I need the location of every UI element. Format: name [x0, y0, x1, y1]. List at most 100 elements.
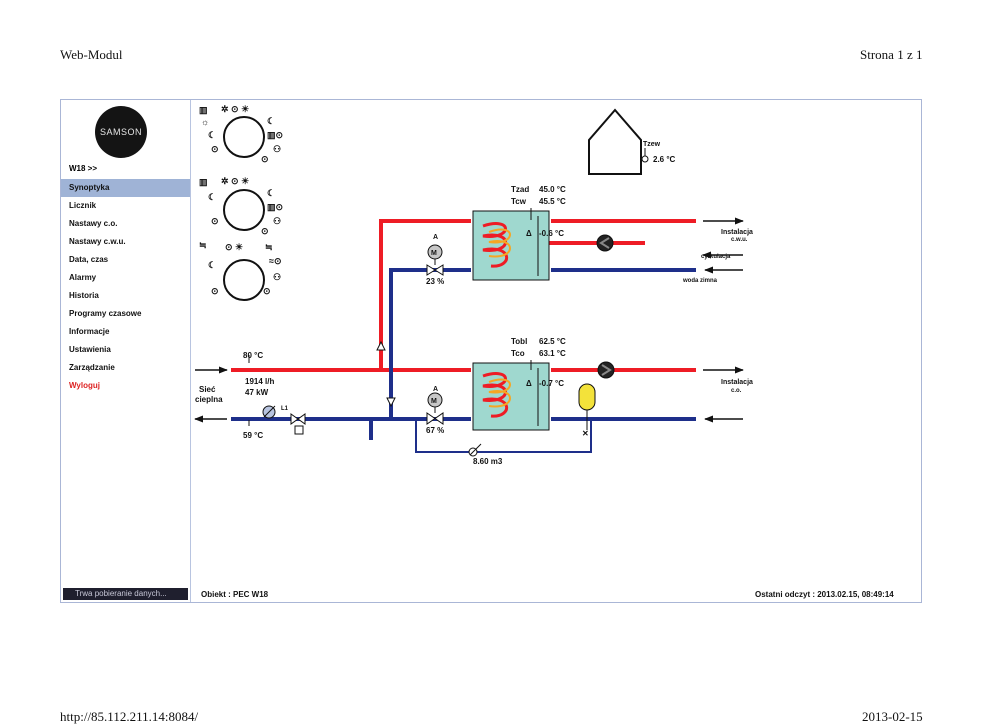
cwu-delta-label: Δ — [526, 229, 532, 238]
svg-text:☾: ☾ — [208, 130, 216, 140]
synoptic-canvas: ▥ ✲ ⊙ ☀ ☼ ☾ ⊙ ☾ ▥⊙ ⚇ ⊙ ▥ ✲ ⊙ ☀ ☾ ⊙ ☾ ▥⊙ … — [191, 100, 921, 586]
mode-dial-cwu-icon[interactable]: ≒ ⊙ ☀ ≒ ☾ ⊙ ≈⊙ ⚇ ⊙ — [199, 240, 281, 301]
cwu-circulation-label: cyrkulacja — [701, 254, 731, 260]
cwu-out-label-1: Instalacja — [721, 229, 753, 236]
expansion-vessel-icon: ✕ — [578, 383, 596, 438]
svg-text:⊙: ⊙ — [261, 226, 269, 236]
web-module-window: SAMSON W18 >> Synoptyka Licznik Nastawy … — [60, 99, 922, 603]
svg-text:☾: ☾ — [267, 188, 275, 198]
svg-text:⊙ ☀: ⊙ ☀ — [225, 242, 243, 252]
svg-text:⚇: ⚇ — [273, 144, 281, 154]
co-delta-value: -0.7 °C — [539, 379, 564, 388]
print-header-right: Strona 1 z 1 — [860, 47, 923, 62]
outdoor-temp-value: 2.6 °C — [653, 155, 676, 164]
pump-icon[interactable] — [596, 234, 614, 252]
nav-item-nastawy-co[interactable]: Nastawy c.o. — [69, 219, 118, 228]
co-volume-value: 8.60 m3 — [473, 457, 503, 466]
svg-text:⚇: ⚇ — [273, 216, 281, 226]
nav-item-synoptyka[interactable]: Synoptyka — [61, 179, 190, 197]
co-tobl-label: Tobl — [511, 337, 527, 346]
cwu-valve-value: 23 % — [426, 277, 444, 286]
svg-text:✲ ⊙ ☀: ✲ ⊙ ☀ — [221, 176, 249, 186]
network-power: 47 kW — [245, 388, 269, 397]
heat-exchanger-icon — [472, 210, 550, 281]
nav-item-ustawienia[interactable]: Ustawienia — [69, 345, 111, 354]
outdoor-temp-label: Tzew — [643, 141, 661, 148]
svg-text:≒: ≒ — [199, 240, 207, 250]
cwu-tcw-value: 45.5 °C — [539, 197, 566, 206]
samson-logo: SAMSON — [95, 106, 147, 158]
house-icon — [588, 108, 642, 175]
svg-text:☾: ☾ — [267, 116, 275, 126]
footer-last-read: Ostatni odczyt : 2013.02.15, 08:49:14 — [755, 590, 894, 599]
cwu-delta-value: -0.6 °C — [539, 229, 564, 238]
sidebar: SAMSON W18 >> Synoptyka Licznik Nastawy … — [61, 100, 191, 602]
nav-header[interactable]: W18 >> — [69, 164, 98, 173]
co-tco-value: 63.1 °C — [539, 349, 566, 358]
network-meter-icon — [262, 405, 276, 419]
co-out-label-2: c.o. — [731, 388, 742, 394]
mode-dial-co2-icon[interactable]: ▥ ✲ ⊙ ☀ ☾ ⊙ ☾ ▥⊙ ⚇ ⊙ — [199, 176, 283, 236]
svg-text:☼: ☼ — [201, 117, 209, 127]
loading-status: Trwa pobieranie danych... — [63, 588, 188, 600]
nav-item-wyloguj[interactable]: Wyloguj — [69, 381, 100, 390]
svg-text:✕: ✕ — [582, 429, 589, 438]
nav-item-nastawy-cwu[interactable]: Nastawy c.w.u. — [69, 237, 126, 246]
mode-dial-co-icon[interactable]: ▥ ✲ ⊙ ☀ ☼ ☾ ⊙ ☾ ▥⊙ ⚇ ⊙ — [199, 104, 283, 164]
return-pipes — [231, 268, 696, 440]
nav-item-alarmy[interactable]: Alarmy — [69, 273, 97, 282]
svg-text:M: M — [431, 398, 437, 405]
svg-text:▥⊙: ▥⊙ — [267, 130, 283, 140]
nav-item-historia[interactable]: Historia — [69, 291, 99, 300]
heat-exchanger-co-icon — [472, 362, 550, 431]
svg-text:≒: ≒ — [265, 242, 273, 252]
supply-pipes — [231, 219, 696, 372]
print-header-left: Web-Modul — [60, 47, 123, 62]
svg-text:⊙: ⊙ — [261, 154, 269, 164]
network-flow: 1914 l/h — [245, 377, 274, 386]
nav-item-zarzadzanie[interactable]: Zarządzanie — [69, 363, 115, 372]
valve-motor-icon[interactable]: A M — [426, 234, 444, 276]
network-label-1: Sieć — [199, 385, 216, 394]
print-footer-left: http://85.112.211.14:8084/ — [60, 709, 199, 724]
svg-text:☾: ☾ — [208, 260, 216, 270]
svg-text:⊙: ⊙ — [211, 216, 219, 226]
co-valve-motor-icon[interactable]: A M — [426, 386, 444, 425]
co-tobl-value: 62.5 °C — [539, 337, 566, 346]
svg-text:⊙: ⊙ — [263, 286, 271, 296]
svg-text:⚇: ⚇ — [273, 272, 281, 282]
co-tco-label: Tco — [511, 349, 525, 358]
heat-meter-icon — [468, 443, 482, 457]
network-meter-label: L1 — [281, 406, 289, 412]
network-valve-icon — [290, 413, 306, 435]
nav-item-data-czas[interactable]: Data, czas — [69, 255, 109, 264]
svg-text:▥: ▥ — [199, 177, 208, 187]
svg-text:▥⊙: ▥⊙ — [267, 202, 283, 212]
nav-item-licznik[interactable]: Licznik — [69, 201, 97, 210]
connection-arrows — [194, 217, 744, 423]
print-footer-right: 2013-02-15 — [862, 709, 923, 724]
network-label-2: cieplna — [195, 395, 223, 404]
svg-text:≈⊙: ≈⊙ — [269, 256, 281, 266]
cwu-tzad-value: 45.0 °C — [539, 185, 566, 194]
svg-text:⊙: ⊙ — [211, 144, 219, 154]
nav-menu: Synoptyka Licznik Nastawy c.o. Nastawy c… — [61, 179, 190, 395]
co-valve-label: A — [433, 386, 438, 393]
co-delta-label: Δ — [526, 379, 532, 388]
co-valve-value: 67 % — [426, 426, 444, 435]
co-pump-icon[interactable] — [597, 361, 615, 379]
cwu-tzad-label: Tzad — [511, 185, 529, 194]
footer-object: Obiekt : PEC W18 — [201, 590, 269, 599]
synoptic-diagram: ▥ ✲ ⊙ ☀ ☼ ☾ ⊙ ☾ ▥⊙ ⚇ ⊙ ▥ ✲ ⊙ ☀ ☾ ⊙ ☾ ▥⊙ … — [194, 104, 753, 466]
svg-text:▥: ▥ — [199, 105, 208, 115]
svg-text:M: M — [431, 250, 437, 257]
network-return-temp: 59 °C — [243, 431, 263, 440]
cwu-cold-water-label: woda zimna — [682, 278, 718, 284]
svg-text:⊙: ⊙ — [211, 286, 219, 296]
cwu-out-label-2: c.w.u. — [731, 237, 748, 243]
nav-item-programy-czasowe[interactable]: Programy czasowe — [69, 309, 142, 318]
meter-bypass-pipe — [415, 418, 592, 453]
network-supply-temp: 80 °C — [243, 351, 263, 360]
nav-item-informacje[interactable]: Informacje — [69, 327, 110, 336]
cwu-tcw-label: Tcw — [511, 197, 527, 206]
